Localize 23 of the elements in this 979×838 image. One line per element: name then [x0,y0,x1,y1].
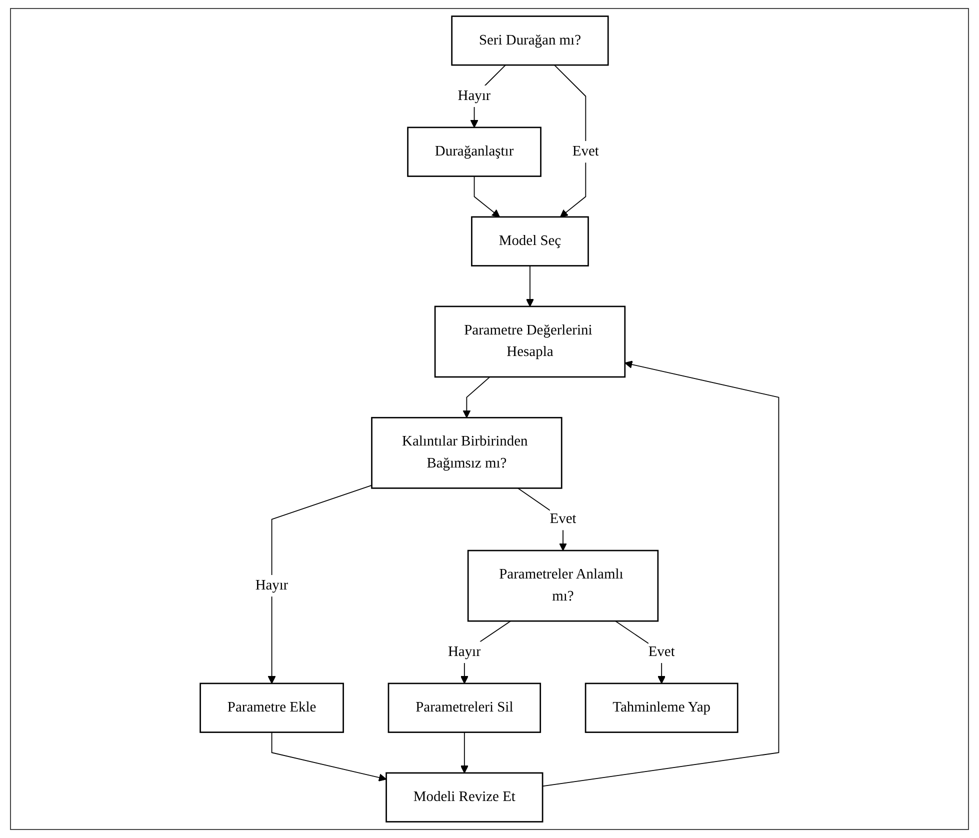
arrow [271,732,387,782]
arrow [462,376,490,418]
arrow [474,176,500,218]
node-box: Parametreler Anlamlı mı? [467,550,659,622]
node-box: Modeli Revize Et [386,772,544,822]
node-box: Seri Durağan mı? [451,16,609,66]
node-box: Durağanlaştır [407,126,542,177]
edge-label: Hayır [255,578,288,594]
edge-label: Evet [550,511,576,527]
node-box: Kalıntılar Birbirinden Bağımsız mı? [371,416,562,489]
arrow [542,360,780,787]
arrow [460,732,468,774]
arrow [526,265,534,307]
node-box: Parametre Ekle [200,682,344,733]
edge-label: Hayır [458,88,491,104]
node-box: Model Seç [471,216,589,266]
arrow [268,484,372,684]
edge-label: Evet [648,644,675,660]
node-box: Tahminleme Yap [584,682,738,733]
edge-label: Hayır [448,644,481,660]
node-box: Parametre Değerlerini Hesapla [434,306,626,378]
edge-label: Evet [572,144,599,160]
node-box: Parametreleri Sil [388,682,542,733]
